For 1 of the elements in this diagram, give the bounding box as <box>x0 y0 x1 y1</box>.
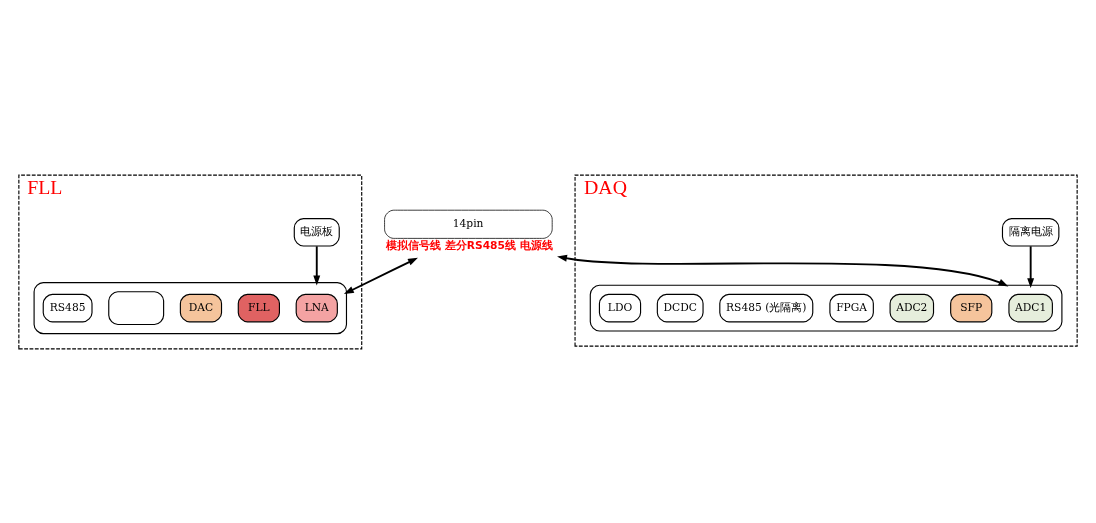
node-label: 模拟信号线 差分RS485线 电源线 <box>386 238 553 252</box>
